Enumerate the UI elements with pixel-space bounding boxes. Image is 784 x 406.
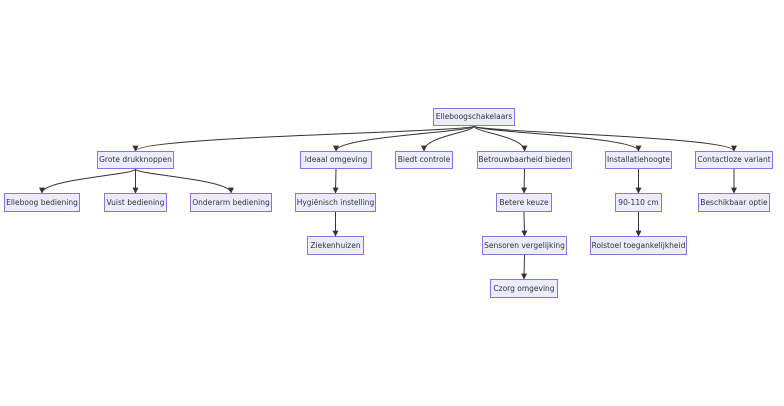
node-beschikbaar: Beschikbaar optie — [698, 193, 770, 212]
node-controle: Biedt controle — [395, 151, 453, 169]
node-zieken: Ziekenhuizen — [307, 236, 364, 255]
node-ideaal: Ideaal omgeving — [300, 151, 372, 169]
edge-grote-to-elleboog — [39, 168, 136, 194]
node-elleboog: Elleboog bediening — [4, 193, 80, 212]
node-sensoren: Sensoren vergelijking — [482, 236, 567, 255]
node-rolstoel: Rolstoel toegankelijkheid — [590, 236, 687, 255]
edge-root-to-contactloos — [473, 125, 737, 152]
edge-root-to-controle — [421, 125, 475, 152]
node-betere: Betere keuze — [496, 193, 552, 212]
edge-ideaal-to-hygienisch — [332, 168, 339, 194]
edge-root-to-betrouw — [473, 125, 528, 152]
node-czorg: Czorg omgeving — [490, 279, 558, 298]
node-grote: Grote drukknoppen — [97, 151, 174, 169]
node-cm: 90-110 cm — [615, 193, 662, 212]
node-betrouw: Betrouwbaarheid bieden — [477, 151, 572, 169]
node-root: Elleboogschakelaars — [433, 108, 515, 126]
edge-betrouw-to-betere — [521, 168, 528, 194]
node-install: Installatiehoogte — [605, 151, 672, 169]
node-onderarm: Onderarm bediening — [190, 193, 272, 212]
node-contactloos: Contactloze variant — [695, 151, 773, 169]
node-vuist: Vuist bediening — [104, 193, 167, 212]
edge-sensoren-to-czorg — [521, 254, 528, 280]
node-hygienisch: Hygiënisch instelling — [295, 193, 376, 212]
edge-root-to-grote — [132, 125, 475, 152]
edge-grote-to-onderarm — [135, 168, 234, 194]
edge-root-to-ideaal — [333, 125, 475, 152]
edge-betere-to-sensoren — [521, 211, 528, 237]
